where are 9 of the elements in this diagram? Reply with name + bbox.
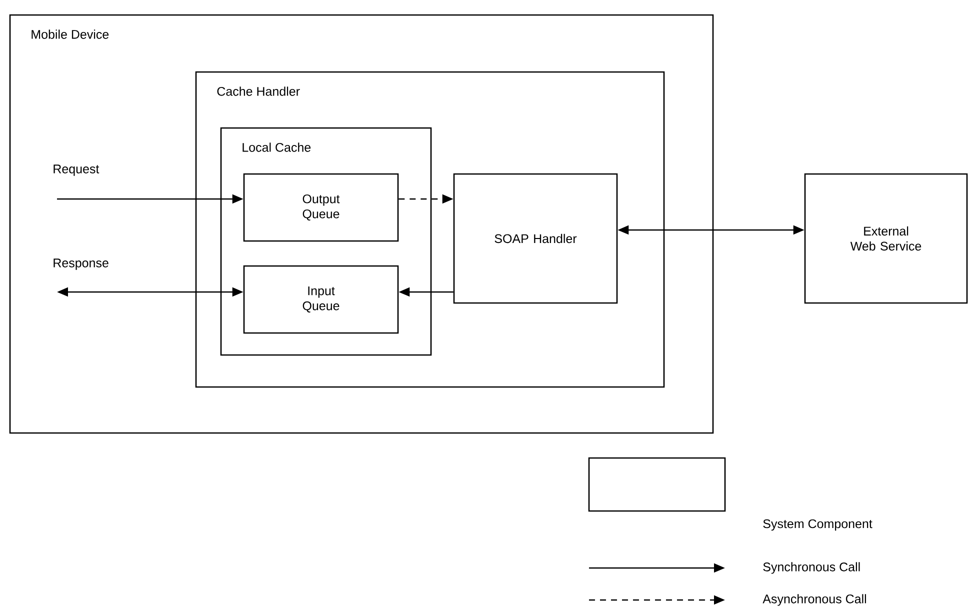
queue-box: Input Queue xyxy=(243,265,399,334)
handler-box: SOAP Handler xyxy=(453,173,618,304)
legend-entry: System Component xyxy=(588,457,872,531)
queue-box: Output Queue xyxy=(243,173,399,242)
legend-entry: Synchronous Call xyxy=(589,562,860,574)
signal-label: Response xyxy=(54,258,108,270)
service-box: External Web Service xyxy=(804,173,968,304)
signal-label: Request xyxy=(54,164,100,176)
legend-entry: Asynchronous Call xyxy=(589,594,866,606)
